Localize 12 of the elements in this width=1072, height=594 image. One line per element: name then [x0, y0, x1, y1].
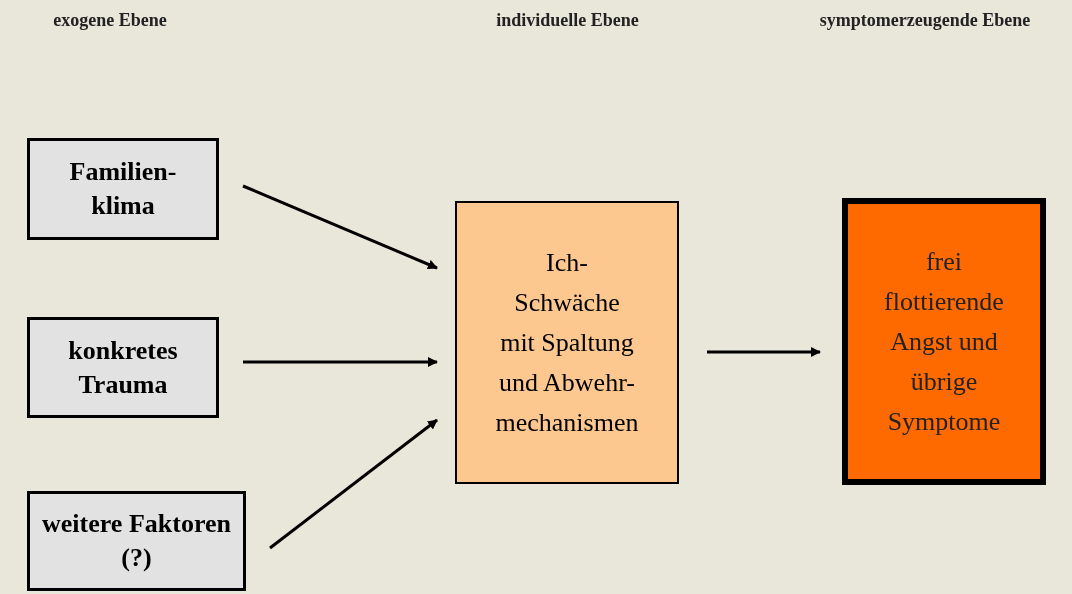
column-heading: individuelle Ebene	[495, 9, 640, 32]
process-box: Ich-Schwäche mit Spaltung und Abwehr- mechanismen	[455, 201, 679, 484]
column-heading: exogene Ebene	[52, 9, 168, 32]
factor-box: Familien- klima	[27, 138, 219, 240]
arrow	[707, 347, 821, 357]
column-heading: symptomerzeugende Ebene	[818, 9, 1032, 32]
factor-box: konkretes Trauma	[27, 317, 219, 418]
arrow	[269, 418, 438, 550]
symptom-box: frei flottierende Angst und übrige Symptome	[842, 198, 1046, 485]
arrow	[243, 357, 438, 367]
factor-box: weitere Faktoren (?)	[27, 491, 246, 591]
arrow	[242, 184, 438, 270]
